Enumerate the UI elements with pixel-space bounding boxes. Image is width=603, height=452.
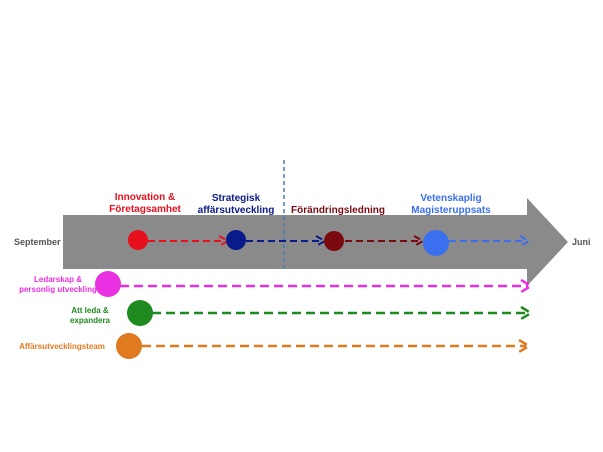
- track-dot-ledarskap: [95, 271, 121, 297]
- track-line-att-leda: [152, 305, 534, 321]
- phases.3.lines-line: Vetenskaplig: [420, 193, 481, 204]
- track-dot-affarsutvecklingsteam: [116, 333, 142, 359]
- track-dot-att-leda: [127, 300, 153, 326]
- tracks.2.lines-line: Affärsutvecklingsteam: [19, 342, 105, 351]
- phases.0.lines-line: Innovation &: [115, 192, 176, 203]
- track-line-ledarskap: [120, 278, 534, 294]
- track-label-att-leda: Att leda &expandera: [70, 306, 111, 325]
- phase-dot-innovation: [128, 230, 148, 250]
- phases.2.lines-line: Förändringsledning: [291, 205, 385, 216]
- phase-heading-forandring: Förändringsledning: [291, 205, 385, 216]
- phase-connector-strategisk: [246, 235, 328, 247]
- phases.1.lines-line: affärsutveckling: [198, 205, 275, 216]
- track-label-affarsutvecklingsteam: Affärsutvecklingsteam: [19, 342, 105, 351]
- tracks.0.lines-line: Ledarskap &: [34, 275, 82, 284]
- timeline-end-label: Juni: [572, 237, 591, 247]
- phase-heading-innovation: Innovation &Företagsamhet: [109, 192, 181, 215]
- phase-connector-forandring: [345, 235, 426, 247]
- timeline-start-label: September: [14, 237, 61, 247]
- phase-dot-strategisk: [226, 230, 246, 250]
- track-label-ledarskap: Ledarskap &personlig utveckling: [19, 275, 97, 294]
- tracks.0.lines-line: personlig utveckling: [19, 285, 97, 294]
- phase-connector-innovation: [148, 235, 231, 247]
- phases.1.lines-line: Strategisk: [212, 193, 261, 204]
- tracks.1.lines-line: expandera: [70, 316, 111, 325]
- phase-dot-vetenskaplig: [423, 230, 449, 256]
- phase-dot-forandring: [324, 231, 344, 251]
- phase-connector-vetenskaplig: [449, 235, 532, 247]
- tracks.1.lines-line: Att leda &: [71, 306, 109, 315]
- track-line-affarsutvecklingsteam: [142, 338, 532, 354]
- phases.3.lines-line: Magisteruppsats: [411, 205, 491, 216]
- phases.0.lines-line: Företagsamhet: [109, 204, 181, 215]
